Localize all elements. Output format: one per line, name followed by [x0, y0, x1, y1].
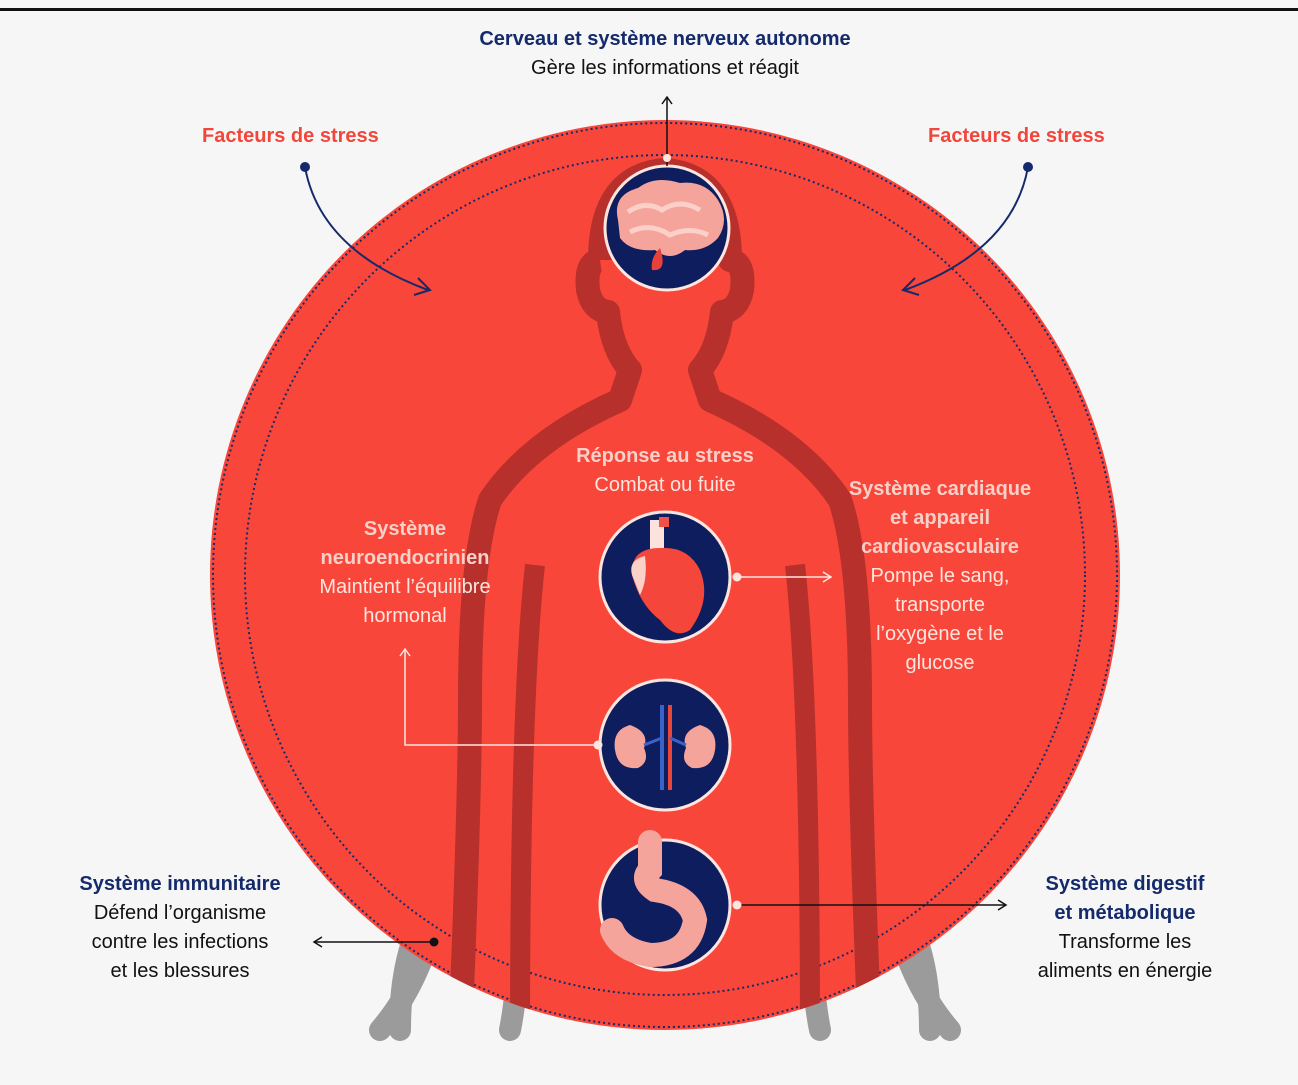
immune-desc-3: et les blessures: [50, 957, 310, 986]
cardiac-label: Système cardiaque et appareil cardiovasc…: [820, 475, 1060, 678]
cardiac-desc-4: glucose: [820, 649, 1060, 678]
stress-response-title: Réponse au stress: [540, 442, 790, 471]
brain-label: Cerveau et système nerveux autonome Gère…: [400, 25, 930, 83]
heart-icon: [600, 512, 730, 642]
immune-desc-1: Défend l’organisme: [50, 899, 310, 928]
stressors-right-label: Facteurs de stress: [928, 125, 1105, 148]
brain-connector-dot: [663, 154, 671, 162]
stressors-left-label: Facteurs de stress: [202, 125, 379, 148]
digestive-desc-2: aliments en énergie: [1005, 957, 1245, 986]
neuroendocrine-connector-dot: [594, 741, 603, 750]
brain-icon: [605, 166, 729, 290]
cardiac-title-1: Système cardiaque: [820, 475, 1060, 504]
immune-title: Système immunitaire: [50, 870, 310, 899]
cardiac-desc-1: Pompe le sang,: [820, 562, 1060, 591]
digestive-connector-dot: [733, 901, 742, 910]
digestive-desc-1: Transforme les: [1005, 928, 1245, 957]
neuroendocrine-desc-1: Maintient l’équilibre: [280, 573, 530, 602]
left-stressor-dot: [300, 162, 310, 172]
immune-desc-2: contre les infections: [50, 928, 310, 957]
brain-title: Cerveau et système nerveux autonome: [400, 25, 930, 54]
cardiac-title-2: et appareil: [820, 504, 1060, 533]
immune-label: Système immunitaire Défend l’organisme c…: [50, 870, 310, 986]
cardiac-connector-dot: [733, 573, 742, 582]
neuroendocrine-title-2: neuroendocrinien: [280, 544, 530, 573]
digestive-title-1: Système digestif: [1005, 870, 1245, 899]
neuroendocrine-label: Système neuroendocrinien Maintient l’équ…: [280, 515, 530, 631]
stress-response-label: Réponse au stress Combat ou fuite: [540, 442, 790, 500]
right-stressor-dot: [1023, 162, 1033, 172]
stress-response-desc: Combat ou fuite: [540, 471, 790, 500]
neuroendocrine-title-1: Système: [280, 515, 530, 544]
stomach-icon: [600, 840, 730, 970]
digestive-title-2: et métabolique: [1005, 899, 1245, 928]
brain-desc: Gère les informations et réagit: [400, 54, 930, 83]
neuroendocrine-desc-2: hormonal: [280, 602, 530, 631]
digestive-label: Système digestif et métabolique Transfor…: [1005, 870, 1245, 986]
cardiac-desc-3: l’oxygène et le: [820, 620, 1060, 649]
cardiac-desc-2: transporte: [820, 591, 1060, 620]
immune-connector-dot: [430, 938, 439, 947]
cardiac-title-3: cardiovasculaire: [820, 533, 1060, 562]
kidneys-icon: [600, 680, 730, 810]
